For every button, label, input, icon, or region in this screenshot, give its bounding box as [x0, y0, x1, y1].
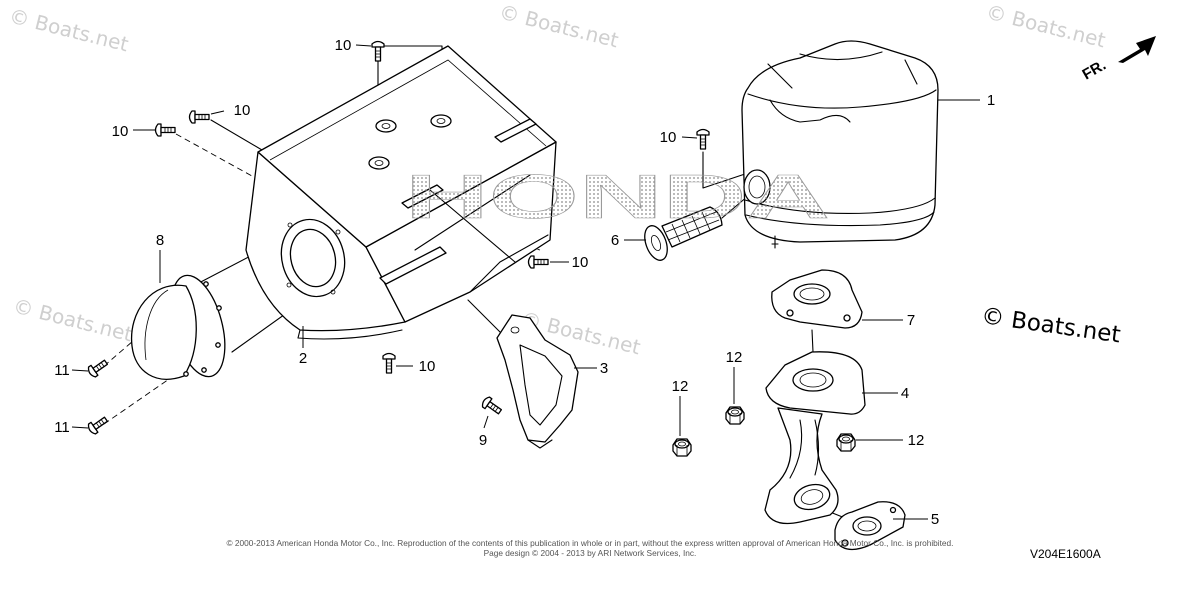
callout-1[interactable]: 1	[987, 92, 995, 109]
callout-10[interactable]: 10	[572, 254, 589, 271]
callouts: 10 10 10 1 10 6 10 8 7 2 10 3 12 12 4 12…	[54, 37, 995, 528]
bolt-11	[85, 356, 111, 379]
callout-9[interactable]: 9	[479, 432, 487, 449]
callout-5[interactable]: 5	[931, 511, 939, 528]
bolt-10	[382, 352, 396, 374]
callout-12[interactable]: 12	[726, 349, 743, 366]
callout-10[interactable]: 10	[335, 37, 352, 54]
leader-line	[71, 369, 89, 372]
leader-line	[681, 136, 698, 139]
copyright-line-1: © 2000-2013 American Honda Motor Co., In…	[227, 538, 954, 548]
leader-line	[71, 426, 89, 429]
bolt-11	[85, 413, 111, 436]
callout-7[interactable]: 7	[907, 312, 915, 329]
callout-6[interactable]: 6	[611, 232, 619, 249]
part-4-exhaust-pipe	[764, 351, 866, 525]
part-6-spark-arrester	[644, 206, 723, 261]
front-label: FR.	[1080, 57, 1109, 84]
callout-11[interactable]: 11	[54, 419, 70, 436]
callout-12[interactable]: 12	[672, 378, 689, 395]
callout-12[interactable]: 12	[908, 432, 925, 449]
callout-2[interactable]: 2	[299, 350, 307, 367]
callout-10[interactable]: 10	[234, 102, 251, 119]
front-arrow-icon	[1118, 36, 1156, 63]
callout-11[interactable]: 11	[54, 362, 70, 379]
nut-12	[836, 433, 856, 452]
callout-10[interactable]: 10	[419, 358, 436, 375]
diagram-id: V204E1600A	[1030, 547, 1101, 561]
honda-logo-watermark: HONDA	[405, 163, 830, 232]
nut-12	[725, 406, 745, 425]
nut-12	[672, 438, 692, 457]
bolt-9-flange	[479, 395, 505, 418]
watermark: © Boats.net	[11, 294, 135, 347]
part-3-bracket	[496, 314, 579, 449]
part-1-muffler	[741, 40, 939, 249]
watermark: © Boats.net	[984, 0, 1108, 52]
bolt-10-top	[371, 40, 385, 62]
watermark: © Boats.net	[497, 0, 621, 52]
leader-line	[210, 110, 225, 115]
bolt-10	[696, 128, 710, 150]
part-7-gasket	[771, 269, 863, 329]
leader-line	[355, 44, 372, 47]
bolt-10	[527, 255, 549, 269]
part-2-heat-shield	[245, 45, 557, 340]
part-8-end-cap	[130, 274, 226, 380]
callout-4[interactable]: 4	[901, 385, 909, 402]
bolt-10	[188, 110, 210, 124]
callout-8[interactable]: 8	[156, 232, 164, 249]
callout-10[interactable]: 10	[112, 123, 129, 140]
leader-lines	[71, 44, 980, 520]
leader-line	[483, 415, 489, 429]
watermark: © Boats.net	[7, 4, 131, 57]
copyright-line-2: Page design © 2004 - 2013 by ARI Network…	[484, 548, 697, 558]
callout-3[interactable]: 3	[600, 360, 608, 377]
bolt-10	[154, 123, 176, 137]
callout-10[interactable]: 10	[660, 129, 677, 146]
part-5-gasket	[834, 501, 906, 551]
site-credit: © Boats.net	[980, 303, 1123, 348]
